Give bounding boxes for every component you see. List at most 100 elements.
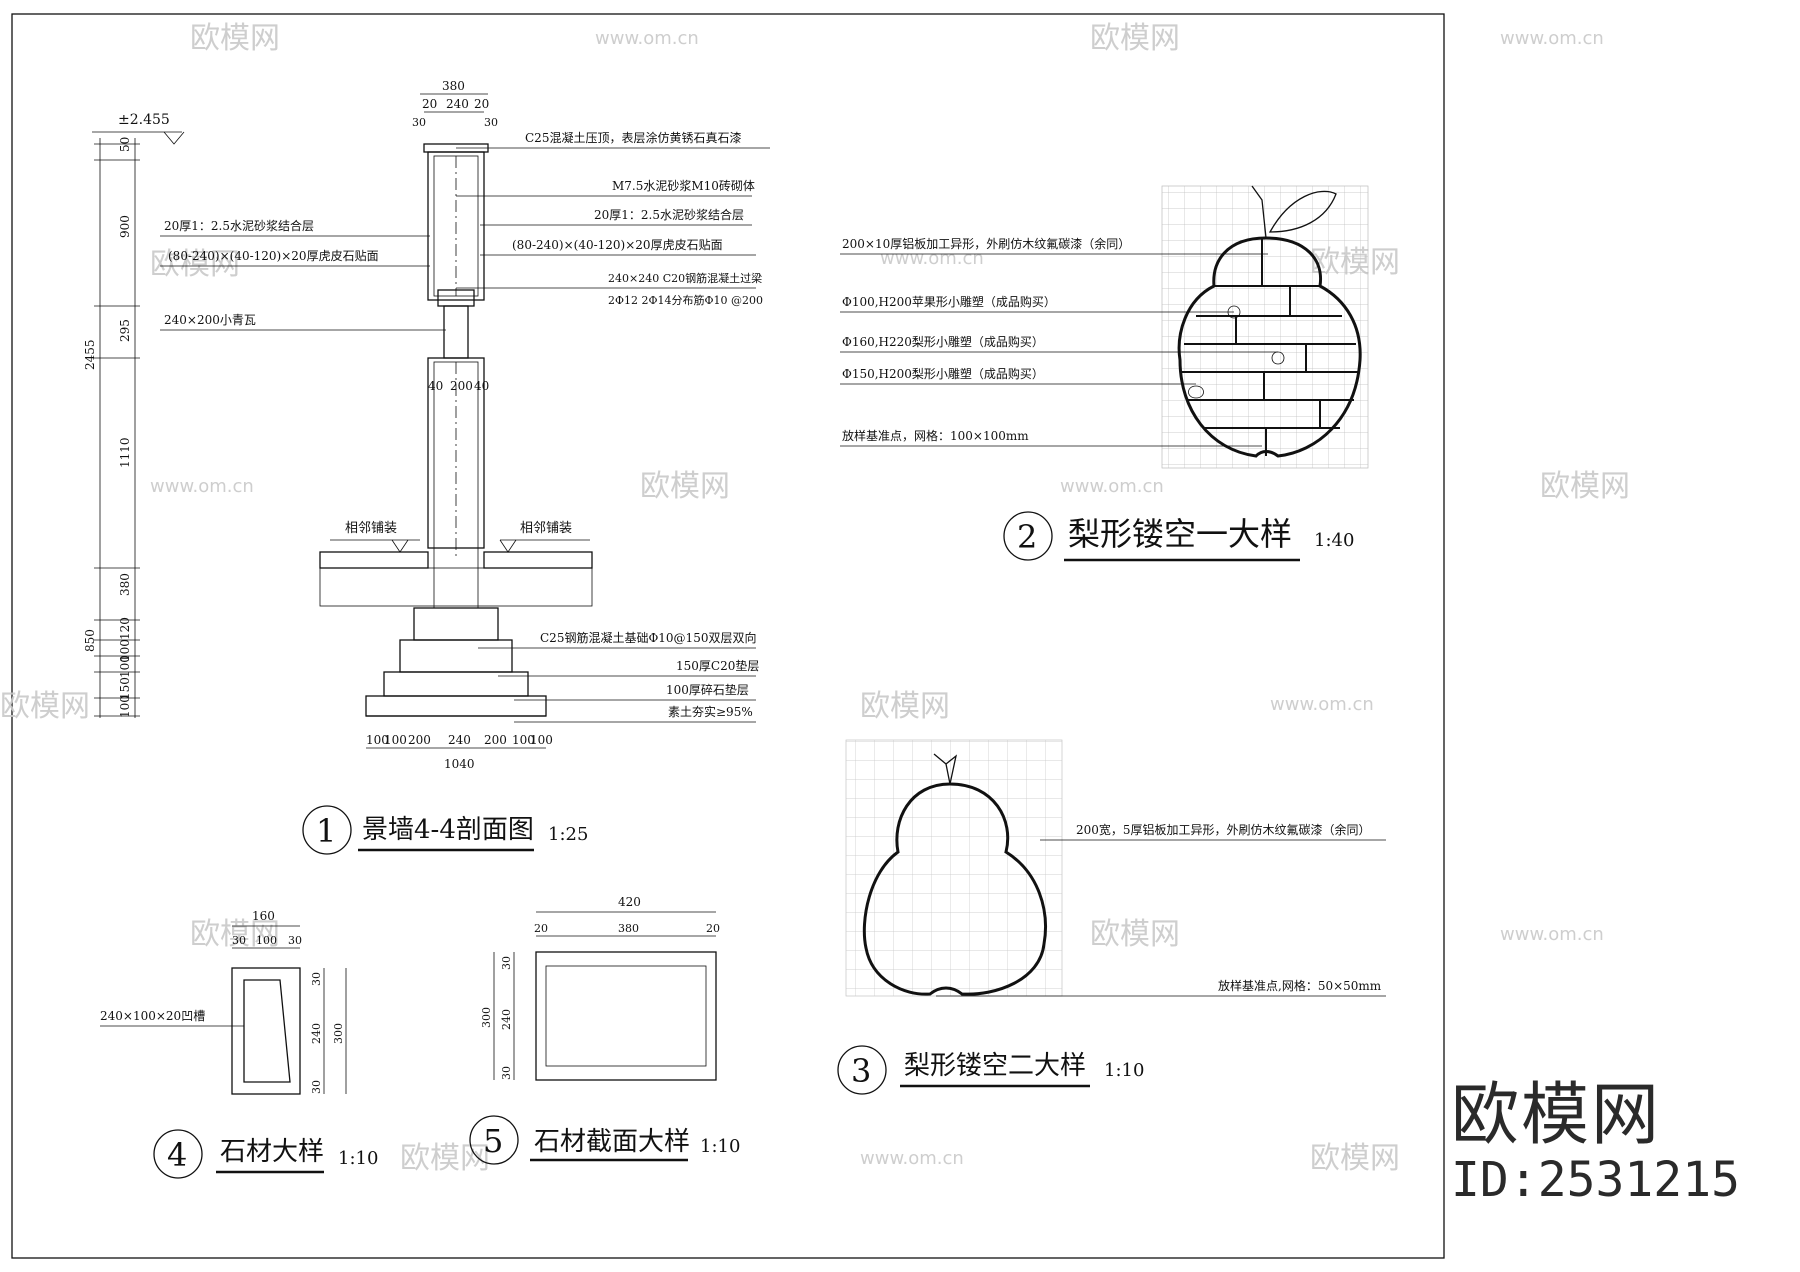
view-title: 梨形镂空一大样 [1068,515,1292,553]
view-scale: 1:10 [1104,1060,1144,1081]
svg-text:M7.5水泥砂浆M10砖砌体: M7.5水泥砂浆M10砖砌体 [612,178,755,193]
watermark-text: 欧模网 [1310,1141,1400,1176]
svg-text:1110: 1110 [118,437,132,468]
svg-text:C25钢筋混凝土基础Φ10@150双层双向: C25钢筋混凝土基础Φ10@150双层双向 [540,630,756,645]
view-number-circle [837,1045,887,1095]
dim-380: 380 [442,79,465,93]
view-number-circle [302,805,352,855]
brick-pattern [1182,238,1358,456]
pear-detail-view-2: 200×10厚铝板加工异形，外刷仿木纹氟碳漆（余同） Φ100,H200苹果形小… [840,185,1369,562]
watermark-text: 欧模网 [0,689,90,724]
paving-left [319,551,429,569]
watermark-url: www.om.cn [860,1148,964,1169]
stone-detail-view-4: 160 30 100 30 240×100×20凹槽 30 240 300 30… [100,909,378,1179]
pear-stem [933,753,958,785]
groove [243,979,291,1083]
watermark-url: www.om.cn [595,28,699,49]
watermark-layer: 欧模网 www.om.cn 欧模网 www.om.cn 欧模网 www.om.c… [0,21,1630,1176]
svg-text:30: 30 [288,934,302,947]
svg-text:30: 30 [412,116,426,129]
stone-section-view-5: 420 20 380 20 30 240 300 30 5 石材截面大样 1:1… [469,895,740,1165]
section-view-1: ±2.455 50 900 295 1110 2455 380 850 120 … [83,79,770,855]
svg-text:850: 850 [83,629,97,652]
view-number-circle [1003,511,1053,561]
svg-text:30: 30 [484,116,498,129]
paving-label-right: 相邻铺装 [520,521,572,536]
view-number: 3 [851,1052,871,1090]
svg-text:2Φ12 2Φ14分布筋Φ10 @200: 2Φ12 2Φ14分布筋Φ10 @200 [608,293,763,307]
svg-text:240: 240 [448,733,471,747]
svg-text:240×200小青瓦: 240×200小青瓦 [164,313,256,327]
brand-name: 欧模网 [1451,1076,1662,1155]
svg-text:200×10厚铝板加工异形，外刷仿木纹氟碳漆（余同）: 200×10厚铝板加工异形，外刷仿木纹氟碳漆（余同） [842,236,1130,251]
view-scale: 1:25 [548,824,588,845]
svg-text:30: 30 [310,1080,323,1094]
svg-text:20: 20 [474,97,489,111]
elevation-label: ±2.455 [118,112,170,128]
stone-block [231,967,301,1095]
watermark-text: 欧模网 [190,21,280,56]
svg-text:30: 30 [500,1066,513,1080]
svg-text:Φ160,H220梨形小雕塑（成品购买）: Φ160,H220梨形小雕塑（成品购买） [842,334,1044,349]
svg-text:100: 100 [530,733,553,747]
stone-section [535,951,717,1081]
svg-text:900: 900 [118,215,132,238]
view-number-circle [153,1129,203,1179]
svg-text:30: 30 [232,934,246,947]
watermark-text: 欧模网 [1090,917,1180,952]
svg-text:100: 100 [384,733,407,747]
svg-text:20厚1：2.5水泥砂浆结合层: 20厚1：2.5水泥砂浆结合层 [594,207,744,222]
pear-detail-view-3: 200宽，5厚铝板加工异形，外刷仿木纹氟碳漆（余同） 放样基准点,网格：50×5… [837,739,1386,1095]
watermark-text: 欧模网 [1540,469,1630,504]
svg-text:50: 50 [118,137,132,152]
svg-text:380: 380 [618,922,639,935]
footing-step-1 [413,607,499,641]
view-number: 2 [1017,518,1037,556]
svg-text:2455: 2455 [83,339,97,370]
section-left-notes: 20厚1：2.5水泥砂浆结合层 (80-240)×(40-120)×20厚虎皮石… [160,218,446,331]
view-number: 5 [483,1122,503,1160]
watermark-url: www.om.cn [150,476,254,497]
view-title: 石材截面大样 [534,1127,690,1157]
svg-text:30: 30 [500,956,513,970]
pear-notes: 200宽，5厚铝板加工异形，外刷仿木纹氟碳漆（余同） 放样基准点,网格：50×5… [936,822,1386,997]
svg-text:300: 300 [332,1023,345,1044]
view-scale: 1:10 [700,1136,740,1157]
svg-text:240: 240 [310,1023,323,1044]
view-number: 1 [316,812,336,850]
view-number-circle [469,1115,519,1165]
watermark-url: www.om.cn [1270,694,1374,715]
watermark-text: 欧模网 [640,469,730,504]
watermark-text: 欧模网 [1090,21,1180,56]
pear-stem [1251,185,1267,239]
pear-notes: 200×10厚铝板加工异形，外刷仿木纹氟碳漆（余同） Φ100,H200苹果形小… [840,236,1278,447]
svg-text:放样基准点，网格：100×100mm: 放样基准点，网格：100×100mm [842,428,1029,443]
svg-text:150厚C20垫层: 150厚C20垫层 [676,658,759,673]
svg-text:380: 380 [118,573,132,596]
watermark-text: 欧模网 [860,689,950,724]
drawing-border [11,13,1445,1259]
svg-text:(80-240)×(40-120)×20厚虎皮石贴面: (80-240)×(40-120)×20厚虎皮石贴面 [512,238,723,252]
svg-text:20厚1：2.5水泥砂浆结合层: 20厚1：2.5水泥砂浆结合层 [164,218,314,233]
svg-text:200: 200 [484,733,507,747]
svg-text:1040: 1040 [444,757,475,771]
svg-text:300: 300 [480,1007,493,1028]
view-scale: 1:10 [338,1148,378,1169]
watermark-text: 欧模网 [150,247,240,282]
svg-text:20: 20 [534,922,548,935]
subbase [319,567,593,607]
paving-label-left: 相邻铺装 [345,521,397,536]
svg-text:20: 20 [422,97,437,111]
upper-column [427,151,485,301]
svg-text:100: 100 [512,733,535,747]
paving-right [483,551,593,569]
brand-block: 欧模网 ID:2531215 [1451,1076,1740,1209]
svg-text:240: 240 [500,1009,513,1030]
svg-text:150: 150 [118,677,132,700]
svg-text:20: 20 [706,922,720,935]
watermark-url: www.om.cn [1060,476,1164,497]
svg-text:Φ100,H200苹果形小雕塑（成品购买）: Φ100,H200苹果形小雕塑（成品购买） [842,294,1056,309]
svg-text:100: 100 [118,695,132,718]
svg-text:40: 40 [428,379,443,393]
